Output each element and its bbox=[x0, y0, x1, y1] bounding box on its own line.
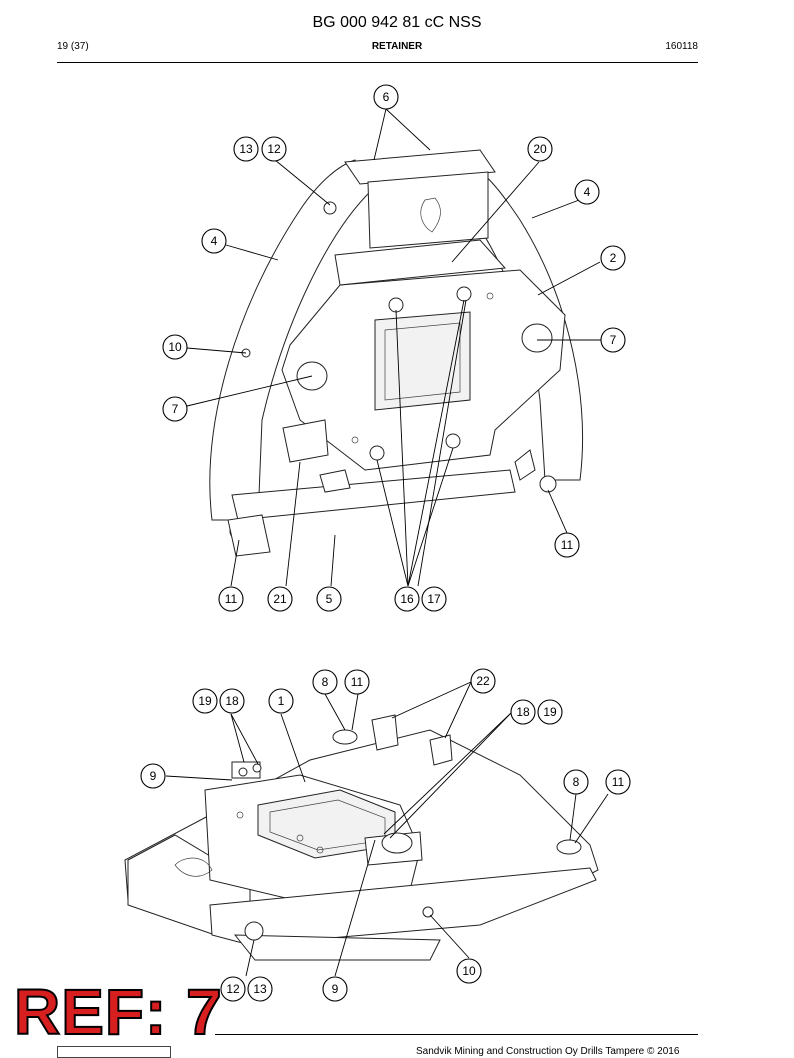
callout-5[interactable]: 5 bbox=[316, 586, 342, 612]
callout-18-left[interactable]: 18 bbox=[219, 688, 245, 714]
callout-12-lower[interactable]: 12 bbox=[220, 976, 246, 1002]
svg-text:11: 11 bbox=[225, 592, 238, 606]
callout-21[interactable]: 21 bbox=[267, 586, 293, 612]
svg-text:11: 11 bbox=[351, 675, 364, 689]
callout-12[interactable]: 12 bbox=[261, 136, 287, 162]
callout-7-left[interactable]: 7 bbox=[162, 396, 188, 422]
lower-assembly bbox=[124, 714, 599, 961]
svg-text:13: 13 bbox=[253, 982, 267, 996]
svg-text:9: 9 bbox=[150, 769, 157, 783]
callout-8-right[interactable]: 8 bbox=[563, 769, 589, 795]
callout-11-right-lower[interactable]: 11 bbox=[605, 769, 631, 795]
svg-text:19: 19 bbox=[543, 705, 557, 719]
upper-callouts: 6 13 12 20 4 4 2 10 7 7 11 11 21 5 16 17 bbox=[162, 84, 626, 612]
svg-text:22: 22 bbox=[476, 674, 490, 688]
svg-text:20: 20 bbox=[533, 142, 547, 156]
callout-11-left[interactable]: 11 bbox=[218, 586, 244, 612]
callout-1[interactable]: 1 bbox=[268, 688, 294, 714]
leader-lines bbox=[165, 108, 609, 977]
callout-11-top[interactable]: 11 bbox=[344, 669, 370, 695]
svg-text:18: 18 bbox=[516, 705, 530, 719]
svg-text:1: 1 bbox=[278, 694, 285, 708]
callout-19-right[interactable]: 19 bbox=[537, 699, 563, 725]
svg-text:12: 12 bbox=[267, 142, 281, 156]
callout-20[interactable]: 20 bbox=[527, 136, 553, 162]
svg-text:9: 9 bbox=[332, 982, 339, 996]
callout-7-right[interactable]: 7 bbox=[600, 327, 626, 353]
svg-text:2: 2 bbox=[610, 251, 617, 265]
callout-9-left[interactable]: 9 bbox=[140, 763, 166, 789]
svg-text:8: 8 bbox=[322, 675, 329, 689]
section-title: RETAINER bbox=[371, 41, 423, 52]
svg-text:11: 11 bbox=[612, 775, 625, 789]
callout-8-top[interactable]: 8 bbox=[312, 669, 338, 695]
reference-stamp: REF: 7 bbox=[13, 976, 223, 1048]
footer-rule bbox=[215, 1034, 698, 1035]
callout-2[interactable]: 2 bbox=[600, 245, 626, 271]
callout-11-right[interactable]: 11 bbox=[554, 532, 580, 558]
header-rule bbox=[57, 62, 698, 63]
callout-10[interactable]: 10 bbox=[162, 334, 188, 360]
svg-text:10: 10 bbox=[168, 340, 182, 354]
svg-text:18: 18 bbox=[225, 694, 239, 708]
callout-9-bottom[interactable]: 9 bbox=[322, 976, 348, 1002]
svg-text:8: 8 bbox=[573, 775, 580, 789]
date-code: 160118 bbox=[665, 41, 698, 52]
svg-text:17: 17 bbox=[427, 592, 441, 606]
svg-text:10: 10 bbox=[462, 964, 476, 978]
callout-13-lower[interactable]: 13 bbox=[247, 976, 273, 1002]
upper-assembly bbox=[209, 149, 583, 557]
svg-text:4: 4 bbox=[211, 234, 218, 248]
callout-16[interactable]: 16 bbox=[394, 586, 420, 612]
document-title: BG 000 942 81 cC NSS bbox=[312, 14, 482, 31]
svg-text:19: 19 bbox=[198, 694, 212, 708]
svg-text:7: 7 bbox=[172, 402, 179, 416]
svg-text:7: 7 bbox=[610, 333, 617, 347]
lower-callouts: 8 11 22 19 18 1 18 19 9 8 11 10 12 13 9 bbox=[140, 668, 631, 1002]
svg-text:13: 13 bbox=[239, 142, 253, 156]
page-number: 19 (37) bbox=[57, 41, 89, 52]
callout-4-left[interactable]: 4 bbox=[201, 228, 227, 254]
callout-6[interactable]: 6 bbox=[373, 84, 399, 110]
callout-4-right[interactable]: 4 bbox=[574, 179, 600, 205]
svg-text:11: 11 bbox=[561, 538, 574, 552]
callout-18-right[interactable]: 18 bbox=[510, 699, 536, 725]
callout-22[interactable]: 22 bbox=[470, 668, 496, 694]
callout-17[interactable]: 17 bbox=[421, 586, 447, 612]
svg-text:21: 21 bbox=[273, 592, 287, 606]
svg-text:6: 6 bbox=[383, 90, 390, 104]
callout-19-left[interactable]: 19 bbox=[192, 688, 218, 714]
callout-10-lower[interactable]: 10 bbox=[456, 958, 482, 984]
svg-text:16: 16 bbox=[400, 592, 414, 606]
callout-13[interactable]: 13 bbox=[233, 136, 259, 162]
svg-text:5: 5 bbox=[326, 592, 333, 606]
svg-text:4: 4 bbox=[584, 185, 591, 199]
svg-text:12: 12 bbox=[226, 982, 240, 996]
footer-copyright: Sandvik Mining and Construction Oy Drill… bbox=[416, 1046, 680, 1057]
